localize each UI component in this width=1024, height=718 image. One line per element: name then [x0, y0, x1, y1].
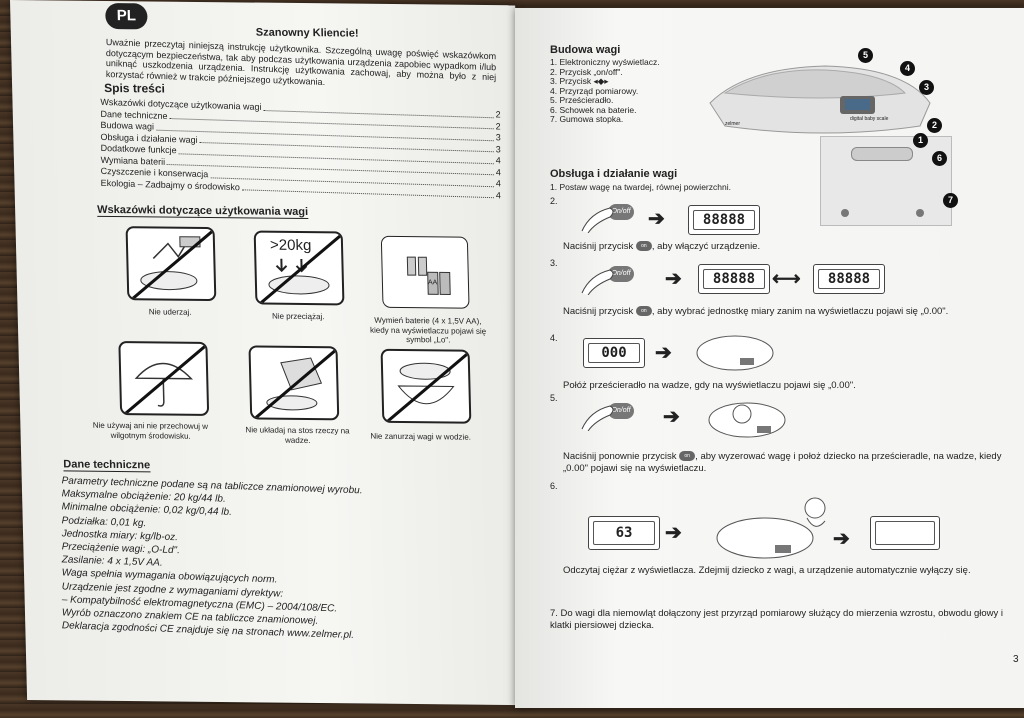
- greeting: Szanowny Kliencie!: [255, 26, 359, 40]
- ops-title: Obsługa i działanie wagi: [550, 168, 678, 180]
- scale-with-sheet-icon: [696, 335, 774, 371]
- arrow-right-icon: ➔: [648, 208, 665, 230]
- box-on-scale-icon: [248, 345, 340, 421]
- callout-1: 1: [913, 133, 928, 148]
- scale-illustration: [709, 65, 931, 134]
- scale-label: digital baby scale: [850, 116, 889, 122]
- arrow-right-icon: ➔: [655, 342, 672, 364]
- onoff-button-illustration: On/off: [608, 204, 634, 220]
- finger-icon: [581, 207, 614, 233]
- callout-4: 4: [900, 61, 915, 76]
- onoff-mini-icon: on: [679, 451, 696, 462]
- build-item: 4. Przyrząd pomiarowy.: [550, 85, 639, 96]
- lcd-display: 88888: [688, 205, 760, 235]
- icon-caption: Nie zanurzaj wagi w wodzie.: [370, 431, 472, 442]
- arrow-right-icon: ➔: [833, 528, 850, 550]
- battery-icon: AA: [380, 235, 470, 309]
- lcd-display-blank: [870, 516, 940, 550]
- finger-icon: [581, 269, 614, 295]
- tips-title: Wskazówki dotyczące użytkowania wagi: [96, 203, 309, 220]
- build-item: 1. Elektroniczny wyświetlacz.: [550, 57, 660, 67]
- overload-icon: >20kg: [253, 230, 345, 306]
- lcd-display: 000: [583, 338, 645, 368]
- hammer-hit-icon: [125, 226, 217, 302]
- callout-2: 2: [927, 118, 942, 133]
- arrow-both-icon: ⟷: [772, 268, 801, 290]
- onoff-mini-icon: on: [635, 241, 652, 252]
- step-number: 3.: [550, 258, 558, 268]
- onoff-mini-icon: on: [635, 306, 652, 317]
- build-item: 6. Schowek na baterie.: [550, 104, 637, 115]
- step-4-text: Połóż prześcieradło na wadze, gdy na wyś…: [563, 380, 856, 391]
- tech-specs: Parametry techniczne podane są na tablic…: [62, 474, 422, 644]
- step-7-text: 7. Do wagi dla niemowląt dołączony jest …: [550, 608, 1004, 631]
- lcd-display: 88888: [813, 264, 885, 294]
- lcd-display: 88888: [698, 264, 770, 294]
- tech-title: Dane techniczne: [63, 458, 151, 473]
- icon-caption: Wymień baterie (4 x 1,5V AA), kiedy na w…: [369, 315, 487, 345]
- build-item: 3. Przycisk ◂◆▸: [550, 76, 609, 86]
- icon-caption: Nie przeciążaj.: [271, 311, 325, 322]
- scale-bottom-view: [820, 136, 952, 226]
- step-1: 1. Postaw wagę na twardej, równej powier…: [550, 182, 731, 192]
- build-item: 5. Prześcieradło.: [550, 95, 614, 105]
- build-title: Budowa wagi: [550, 44, 621, 56]
- arrow-right-icon: ➔: [663, 406, 680, 428]
- build-item: 7. Gumowa stopka.: [550, 114, 624, 124]
- language-badge: PL: [105, 2, 148, 30]
- rubber-foot: [841, 209, 849, 217]
- step-3-text: Naciśnij przycisk on, aby wybrać jednost…: [563, 306, 949, 317]
- right-page: Budowa wagi 1. Elektroniczny wyświetlacz…: [515, 8, 1024, 708]
- water-bowl-icon: [380, 348, 472, 424]
- toc-title: Spis treści: [103, 80, 166, 96]
- lcd-display: 63: [588, 516, 660, 550]
- scale-baby-lift-icon: [716, 497, 826, 559]
- left-page: PL Szanowny Kliencie! Uważnie przeczytaj…: [10, 0, 533, 706]
- callout-5: 5: [858, 48, 873, 63]
- step-6-text: Odczytaj ciężar z wyświetlacza. Zdejmij …: [563, 565, 971, 576]
- step-number: 4.: [550, 333, 558, 343]
- battery-compartment: [851, 147, 913, 161]
- icon-caption: Nie układaj na stos rzeczy na wadze.: [245, 425, 350, 445]
- build-list: 1. Elektroniczny wyświetlacz. 2. Przycis…: [550, 57, 660, 125]
- rubber-foot: [916, 209, 924, 217]
- icon-caption: Nie uderzaj.: [148, 307, 192, 317]
- scale-brand: zelmer: [725, 121, 741, 127]
- umbrella-icon: [118, 341, 210, 416]
- step-number: 2.: [550, 196, 558, 206]
- page-number: 3: [1013, 654, 1019, 665]
- arrow-right-icon: ➔: [665, 522, 682, 544]
- step-5-text: Naciśnij ponownie przycisk on, aby wyzer…: [563, 451, 1002, 474]
- callout-6: 6: [932, 151, 947, 166]
- build-item: 2. Przycisk „on/off".: [550, 66, 623, 77]
- step-number: 5.: [550, 393, 558, 403]
- scale-with-baby-icon: [708, 402, 786, 438]
- callout-7: 7: [943, 193, 958, 208]
- arrows-icon: ◂◆▸: [593, 76, 609, 86]
- onoff-button-illustration: On/off: [608, 266, 634, 282]
- onoff-button-illustration: On/off: [608, 403, 634, 419]
- callout-3: 3: [919, 80, 934, 95]
- step-number: 6.: [550, 481, 558, 491]
- step-2-text: Naciśnij przycisk on, aby włączyć urządz…: [563, 241, 761, 252]
- arrow-right-icon: ➔: [665, 268, 682, 290]
- finger-icon: [581, 405, 614, 431]
- icon-caption: Nie używaj ani nie przechowuj w wilgotny…: [92, 420, 209, 441]
